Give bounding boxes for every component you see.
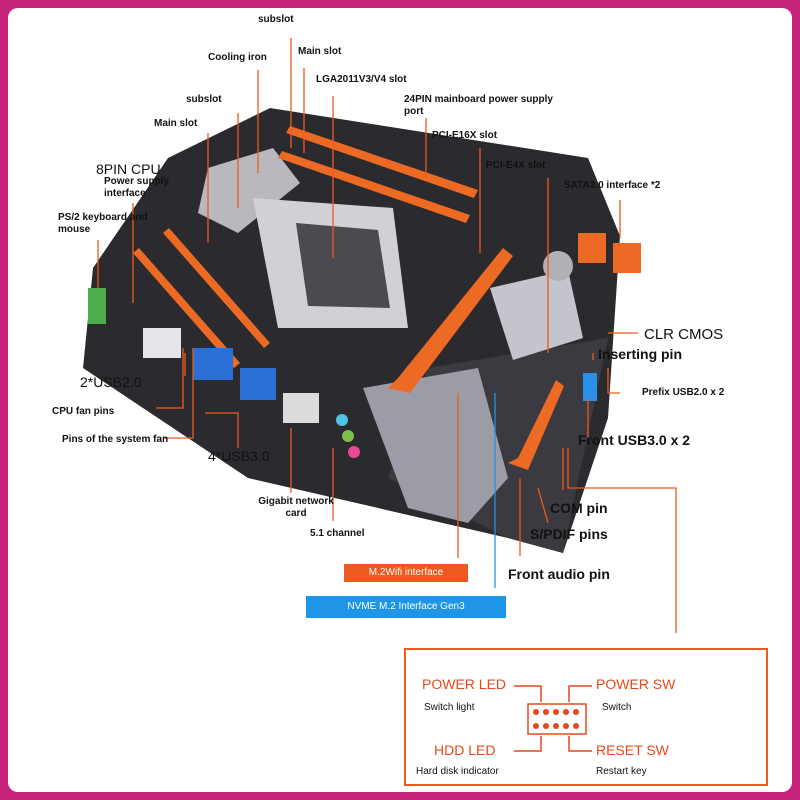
label-gigabit: Gigabit network card xyxy=(258,496,334,519)
motherboard-illustration xyxy=(83,38,677,633)
m2wifi-label-box: M.2Wifi interface xyxy=(344,564,468,582)
usb3-rear-ports-a xyxy=(193,348,233,380)
panel-switch-light: Switch light xyxy=(424,702,475,713)
label-5-1-channel: 5.1 channel xyxy=(310,528,365,539)
panel-pin xyxy=(563,723,569,729)
leader-sys-fan xyxy=(163,348,194,439)
label-cpu-power-interface: Power supply interface xyxy=(104,176,170,199)
ram-slot-4 xyxy=(163,228,270,348)
label-prefix-usb2: Prefix USB2.0 x 2 xyxy=(642,387,725,398)
lan-port xyxy=(283,393,319,423)
panel-restart-key: Restart key xyxy=(596,766,647,777)
panel-hdd-led: HDD LED xyxy=(434,742,496,758)
panel-power-sw: POWER SW xyxy=(596,676,676,692)
panel-pin xyxy=(543,723,549,729)
sata-port-1 xyxy=(578,233,606,263)
label-subslot-top: subslot xyxy=(258,14,294,25)
panel-pin xyxy=(533,723,539,729)
panel-power-led: POWER LED xyxy=(422,676,507,692)
panel-pin xyxy=(543,709,549,715)
label-system-fan: Pins of the system fan xyxy=(62,434,169,445)
audio-jack-1 xyxy=(336,414,348,426)
label-spdif: S/PDIF pins xyxy=(530,526,608,542)
ram-slot-2 xyxy=(278,151,470,223)
panel-line-hdd-led xyxy=(514,736,542,752)
label-lga-slot: LGA2011V3/V4 slot xyxy=(316,74,407,85)
ram-slot-1 xyxy=(286,126,478,198)
panel-hdd-indicator: Hard disk indicator xyxy=(416,766,499,777)
panel-header-outline xyxy=(527,703,587,735)
label-subslot-left: subslot xyxy=(186,94,222,105)
panel-pin xyxy=(553,723,559,729)
label-front-usb3: Front USB3.0 x 2 xyxy=(578,432,691,448)
label-ps2: PS/2 keyboard and mouse xyxy=(58,212,148,235)
front-usb3-header xyxy=(583,373,597,401)
chipset-heatsink xyxy=(490,270,583,360)
panel-pin xyxy=(573,723,579,729)
panel-pin xyxy=(533,709,539,715)
panel-line-reset-sw xyxy=(568,736,592,752)
audio-jack-3 xyxy=(348,446,360,458)
leader-usb3 xyxy=(205,412,239,448)
label-front-audio: Front audio pin xyxy=(508,566,610,582)
leader-spdif xyxy=(537,487,549,524)
vrm-heatsink xyxy=(198,148,300,233)
panel-line-power-sw xyxy=(568,685,592,702)
pcie-x16-slot xyxy=(388,248,513,393)
usb3-rear-ports-b xyxy=(240,368,276,400)
nvme-label-box: NVME M.2 Interface Gen3 xyxy=(306,596,506,618)
label-pcie16: PCI-E16X slot xyxy=(432,130,498,141)
label-24pin-power: 24PIN mainboard power supply port xyxy=(404,94,553,117)
label-usb2-rear: 2*USB2.0 xyxy=(80,374,142,390)
panel-pin xyxy=(563,709,569,715)
audio-jack-2 xyxy=(342,430,354,442)
label-pcie4: PCI-E4X slot xyxy=(486,160,546,171)
panel-switch: Switch xyxy=(602,702,632,713)
label-usb3-rear: 4*USB3.0 xyxy=(208,448,270,464)
label-main-slot-left: Main slot xyxy=(154,118,198,129)
ram-slot-3 xyxy=(133,248,240,368)
image-frame: subslot Main slot Cooling iron LGA2011V3… xyxy=(8,8,792,792)
leader-panel xyxy=(567,448,677,633)
label-main-slot-top: Main slot xyxy=(298,46,342,57)
io-heatsink xyxy=(363,368,508,523)
panel-pin-connector xyxy=(514,685,592,752)
usb2-rear-ports xyxy=(143,328,181,358)
cpu-socket xyxy=(296,223,390,308)
sata-port-2 xyxy=(613,243,641,273)
leader-lines xyxy=(97,38,677,633)
leader-prefix xyxy=(607,368,620,394)
label-com-pin: COM pin xyxy=(550,500,608,516)
ps2-port xyxy=(88,288,106,324)
panel-line-power-led xyxy=(514,685,542,702)
label-sata: SATA3.0 interface *2 xyxy=(564,180,661,191)
panel-reset-sw: RESET SW xyxy=(596,742,669,758)
panel-pin xyxy=(553,709,559,715)
label-cooling-iron: Cooling iron xyxy=(208,52,267,63)
leader-cpu-fan xyxy=(156,348,184,409)
label-cpu-fan: CPU fan pins xyxy=(52,406,115,417)
pcie-x4-slot xyxy=(508,380,564,470)
label-clr-cmos: CLR CMOS xyxy=(644,326,724,343)
cmos-battery xyxy=(543,251,573,281)
label-inserting-pin: Inserting pin xyxy=(598,346,682,362)
label-8pin-cpu: 8PIN CPU xyxy=(96,161,161,177)
front-panel-diagram: POWER LED Switch light POWER SW Switch H… xyxy=(404,648,768,786)
panel-pin xyxy=(573,709,579,715)
